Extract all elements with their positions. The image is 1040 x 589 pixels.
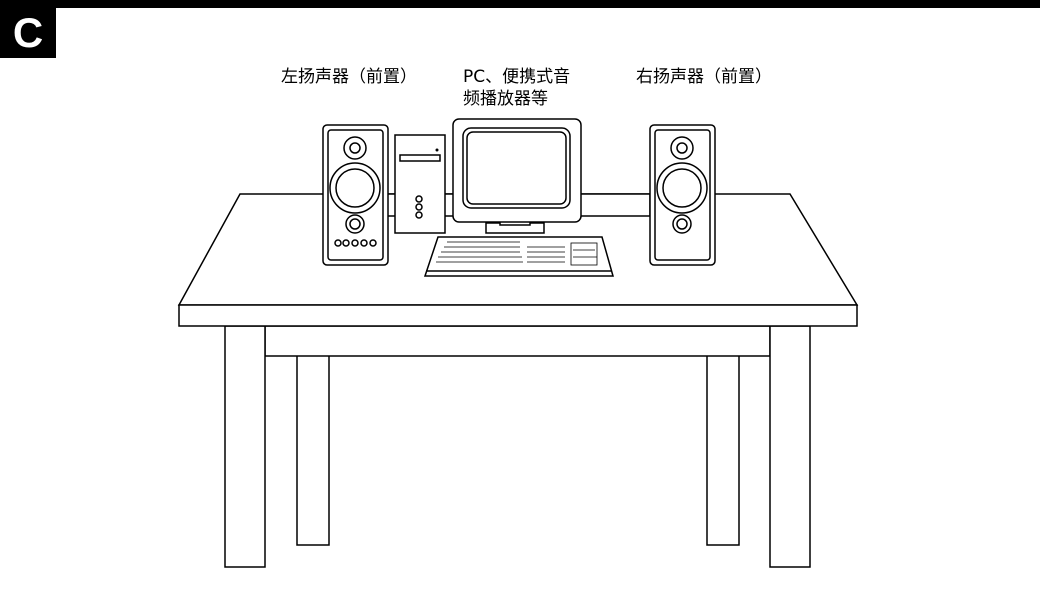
left-speaker (322, 124, 389, 266)
section-badge: C (0, 8, 56, 58)
desk-front-legs (224, 325, 811, 568)
right-speaker (649, 124, 716, 266)
source-device-label: PC、便携式音 频播放器等 (463, 66, 570, 110)
source-device-label-line2: 频播放器等 (463, 89, 548, 109)
top-rule (0, 0, 1040, 8)
source-device-label-line1: PC、便携式音 (463, 67, 571, 87)
pc-tower (394, 134, 446, 234)
left-speaker-label: 左扬声器（前置） (281, 67, 417, 87)
right-speaker-label: 右扬声器（前置） (636, 67, 772, 87)
keyboard (423, 236, 614, 277)
monitor (452, 118, 582, 234)
desk-apron (264, 325, 771, 357)
desk-back-legs (296, 339, 740, 546)
